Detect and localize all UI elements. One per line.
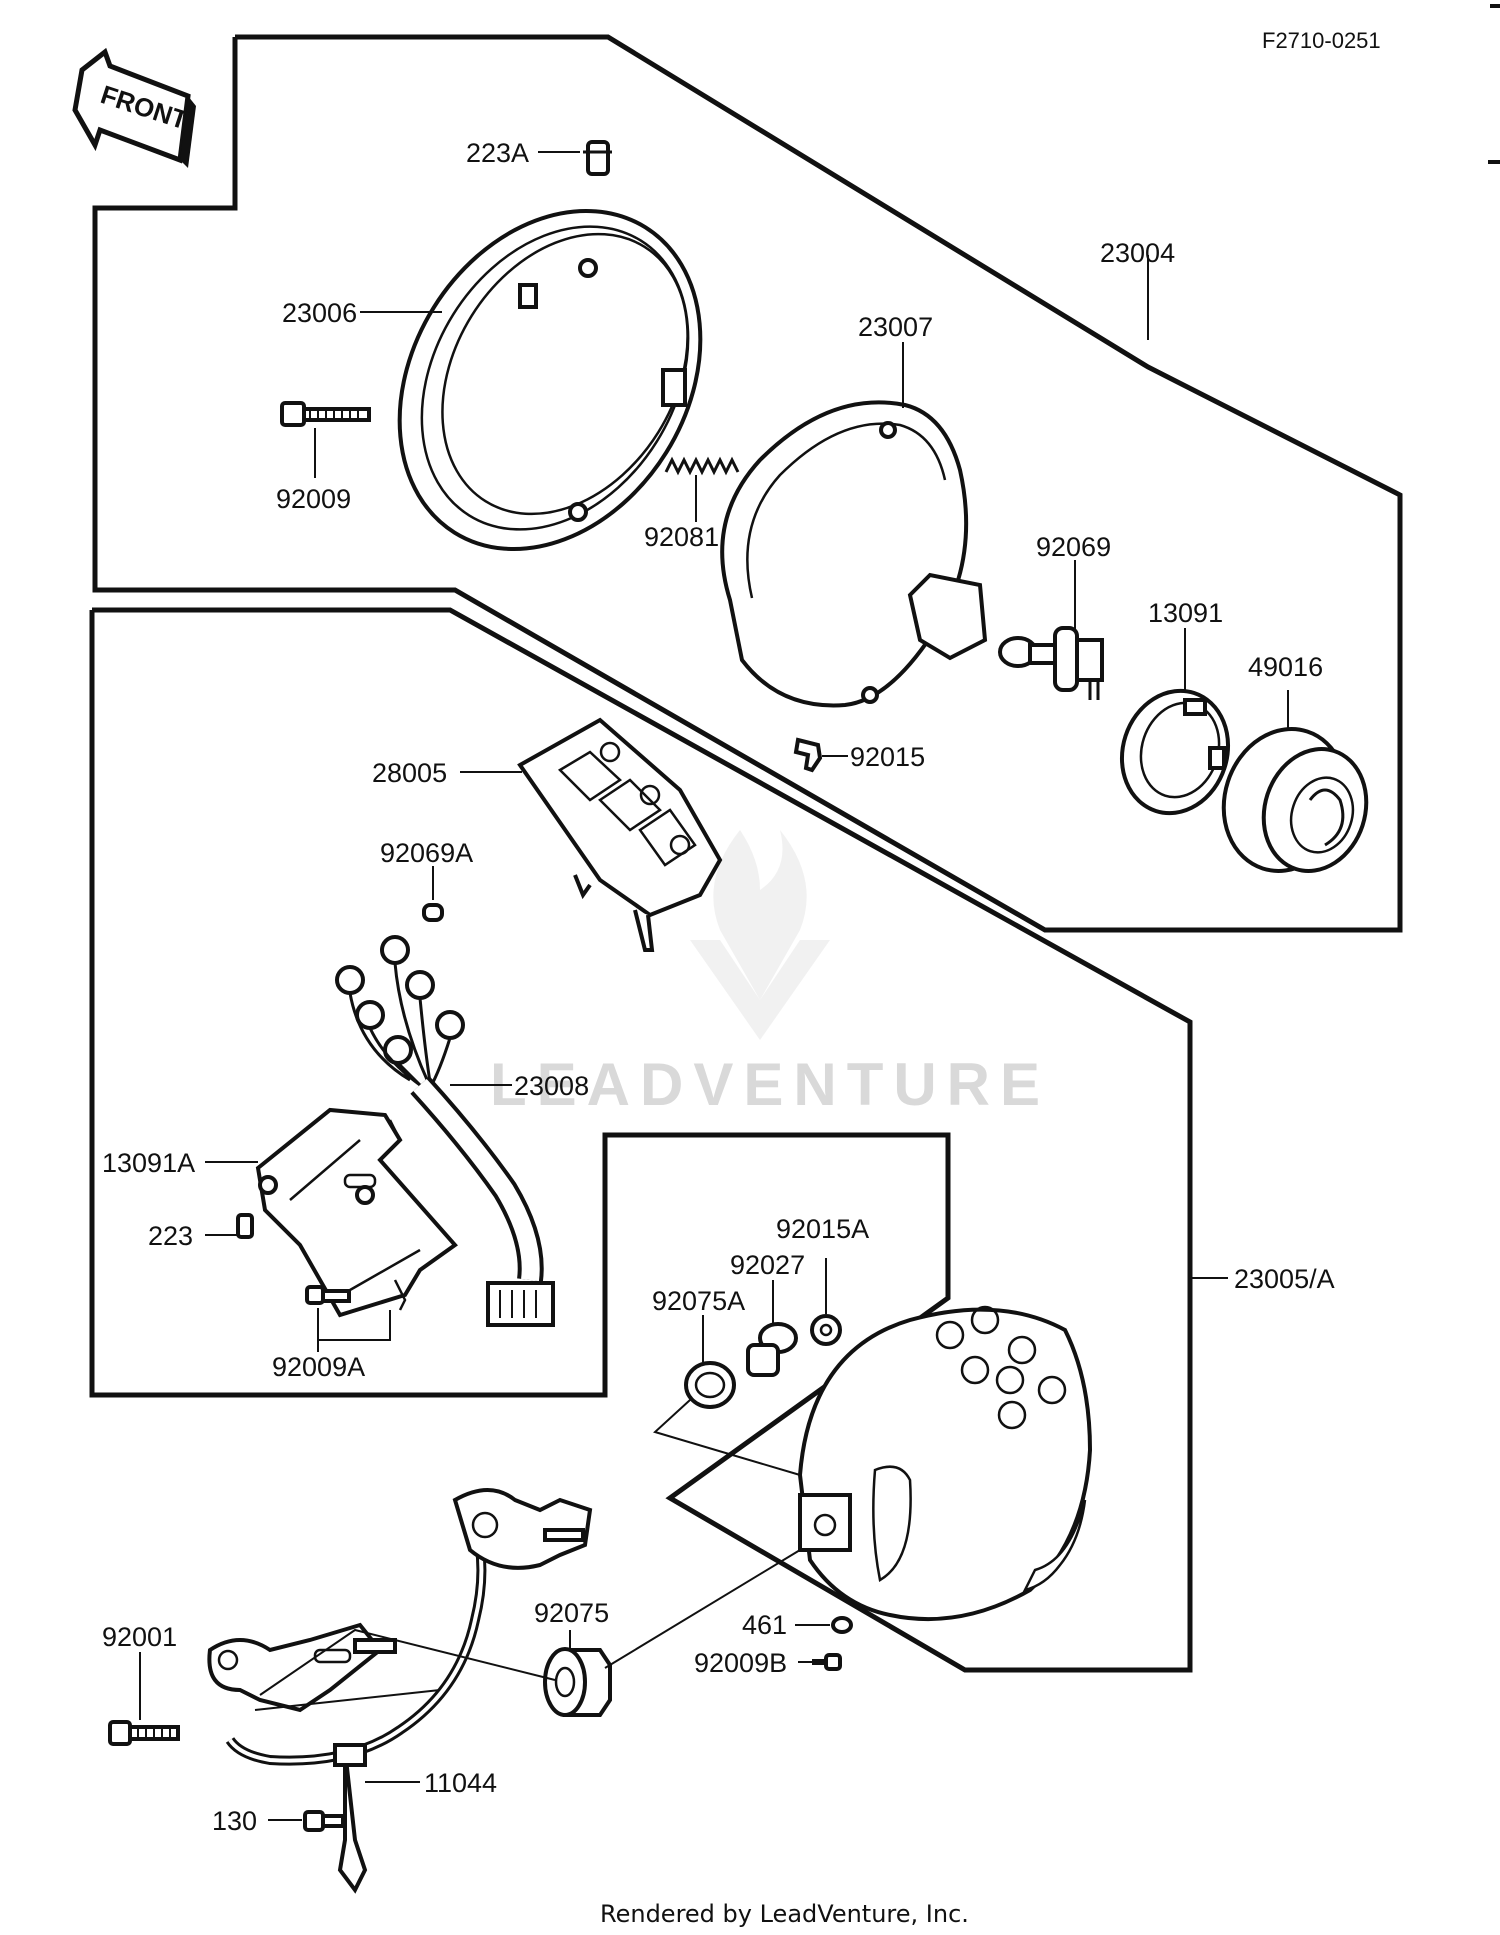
part-label-23005A: 23005/A xyxy=(1234,1264,1335,1294)
wiring-harness-icon xyxy=(335,935,555,1327)
part-label-92015: 92015 xyxy=(850,742,925,772)
part-label-461: 461 xyxy=(742,1610,787,1640)
headlight-rim-icon xyxy=(397,208,703,552)
washer-461-icon xyxy=(831,1616,853,1634)
speedometer-cable-icon xyxy=(225,1488,593,1894)
part-label-13091A: 13091A xyxy=(102,1148,195,1178)
watermark-logo xyxy=(690,830,830,1040)
part-label-28005: 28005 xyxy=(372,758,447,788)
mount-bracket-icon xyxy=(207,1622,397,1713)
bolt-92009-icon xyxy=(280,401,371,427)
grommet-92075-icon xyxy=(543,1647,612,1717)
front-arrow: FRONT xyxy=(72,47,196,168)
collar-92027-icon xyxy=(746,1322,798,1377)
watermark-text: LEADVENTURE xyxy=(490,1051,1050,1118)
indicator-panel-icon xyxy=(517,717,723,952)
headlight-reflector-housing-icon xyxy=(720,400,988,708)
bulb-retainer-icon xyxy=(1119,688,1231,816)
headlight-housing-icon xyxy=(797,1305,1093,1622)
part-label-23007: 23007 xyxy=(858,312,933,342)
part-label-92075A: 92075A xyxy=(652,1286,745,1316)
part-label-13091: 13091 xyxy=(1148,598,1223,628)
part-label-23006: 23006 xyxy=(282,298,357,328)
part-label-49016: 49016 xyxy=(1248,652,1323,682)
part-label-130: 130 xyxy=(212,1806,257,1836)
bolt-92009B-icon xyxy=(812,1653,842,1671)
part-label-92015A: 92015A xyxy=(776,1214,869,1244)
part-label-223A: 223A xyxy=(466,138,529,168)
indicator-bulb-icon xyxy=(422,903,444,922)
part-label-92009A: 92009A xyxy=(272,1352,365,1382)
part-label-23004: 23004 xyxy=(1100,238,1175,268)
part-label-92009: 92009 xyxy=(276,484,351,514)
part-label-92069A: 92069A xyxy=(380,838,473,868)
part-label-92009B: 92009B xyxy=(694,1648,787,1678)
credit-line: Rendered by LeadVenture, Inc. xyxy=(600,1900,969,1928)
bolt-92001-icon xyxy=(108,1720,180,1746)
headlight-bulb-icon xyxy=(998,626,1104,700)
headlight-group-outline xyxy=(92,34,1403,933)
socket-bracket-icon xyxy=(255,1107,458,1318)
part-label-23008: 23008 xyxy=(514,1071,589,1101)
screw-130-icon xyxy=(303,1810,345,1832)
part-label-92069: 92069 xyxy=(1036,532,1111,562)
screw-223A-icon xyxy=(583,140,612,176)
part-label-11044: 11044 xyxy=(424,1768,497,1798)
diagram-code: F2710-0251 xyxy=(1262,28,1381,53)
part-label-223: 223 xyxy=(148,1221,193,1251)
part-label-92075: 92075 xyxy=(534,1598,609,1628)
part-label-92001: 92001 xyxy=(102,1622,177,1652)
spring-92081-icon xyxy=(664,456,740,476)
part-label-92027: 92027 xyxy=(730,1250,805,1280)
bolt-92009A-icon xyxy=(305,1285,351,1305)
clip-92015-icon xyxy=(793,737,823,773)
grommet-92075A-icon xyxy=(684,1361,736,1409)
part-label-92081: 92081 xyxy=(644,522,719,552)
dust-cover-icon xyxy=(1221,727,1369,873)
housing-group-outline xyxy=(89,607,1193,1673)
screw-223-icon xyxy=(236,1213,254,1239)
nut-92015A-icon xyxy=(810,1314,842,1346)
